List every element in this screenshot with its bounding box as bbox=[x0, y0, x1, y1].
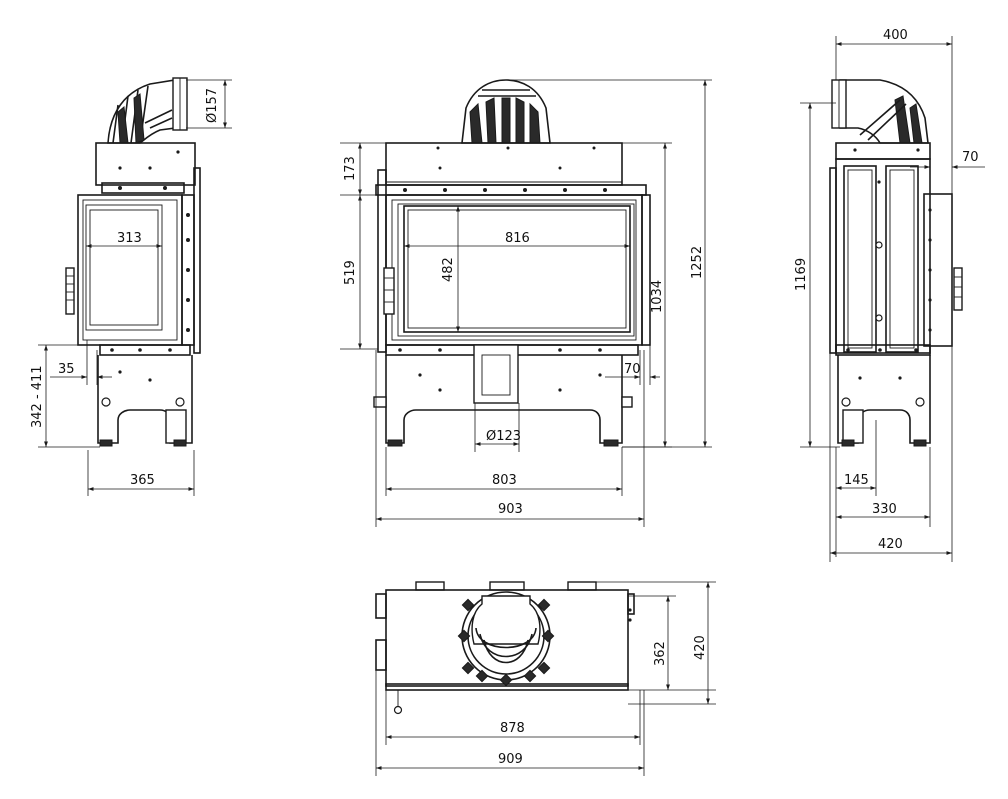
dim-glass-width: 816 bbox=[505, 231, 530, 246]
right-side-panel bbox=[923, 193, 953, 347]
dim-total-depth-right: 420 bbox=[878, 537, 903, 552]
front-top-section bbox=[385, 142, 623, 186]
front-view: 173 519 482 816 1034 1252 70 Ø123 bbox=[340, 79, 712, 527]
top-view: 362 420 878 909 bbox=[375, 581, 716, 776]
dim-side-offset-right: 70 bbox=[962, 150, 979, 165]
right-handle bbox=[953, 267, 963, 311]
dim-height-range-left: 342 - 411 bbox=[30, 365, 45, 428]
dim-glass-height: 482 bbox=[441, 257, 456, 282]
dim-height-total: 1252 bbox=[690, 246, 705, 279]
dim-width-total-top: 909 bbox=[498, 752, 523, 767]
dim-side-offset-left: 35 bbox=[58, 362, 75, 377]
top-flue-ring bbox=[457, 591, 555, 687]
dim-leg-span: 330 bbox=[872, 502, 897, 517]
dim-height-body: 1034 bbox=[650, 280, 665, 313]
top-body bbox=[385, 589, 629, 687]
dim-door-height: 519 bbox=[343, 260, 358, 285]
dim-flue-diameter-left: Ø157 bbox=[205, 88, 220, 123]
left-door bbox=[77, 194, 183, 346]
left-top-section bbox=[95, 142, 196, 186]
flue-elbow bbox=[107, 77, 188, 144]
front-door bbox=[385, 194, 643, 346]
right-side-view: 400 70 1169 145 330 420 bbox=[794, 28, 985, 562]
left-door-handle bbox=[65, 267, 75, 315]
dim-top-section: 173 bbox=[343, 156, 358, 181]
dim-leg-offset: 145 bbox=[844, 473, 869, 488]
left-side-view: Ø157 313 35 342 - 411 365 bbox=[30, 77, 232, 496]
dim-depth-total-top: 420 bbox=[693, 635, 708, 660]
dim-width-body-top: 878 bbox=[500, 721, 525, 736]
dim-top-depth: 400 bbox=[883, 28, 908, 43]
right-body bbox=[835, 158, 931, 354]
dim-depth-left: 365 bbox=[130, 473, 155, 488]
front-door-handle bbox=[383, 267, 395, 315]
dim-depth-body-top: 362 bbox=[653, 641, 668, 666]
dim-base-width: 803 bbox=[492, 473, 517, 488]
dim-glass-width-left: 313 bbox=[117, 231, 142, 246]
dim-height-right: 1169 bbox=[794, 258, 809, 291]
dim-side-offset-front: 70 bbox=[624, 362, 641, 377]
front-flue-dome bbox=[461, 79, 551, 144]
dim-total-width: 903 bbox=[498, 502, 523, 517]
right-flue-elbow bbox=[831, 79, 929, 144]
front-air-box bbox=[473, 344, 519, 404]
dim-air-inlet-diameter: Ø123 bbox=[486, 429, 521, 444]
